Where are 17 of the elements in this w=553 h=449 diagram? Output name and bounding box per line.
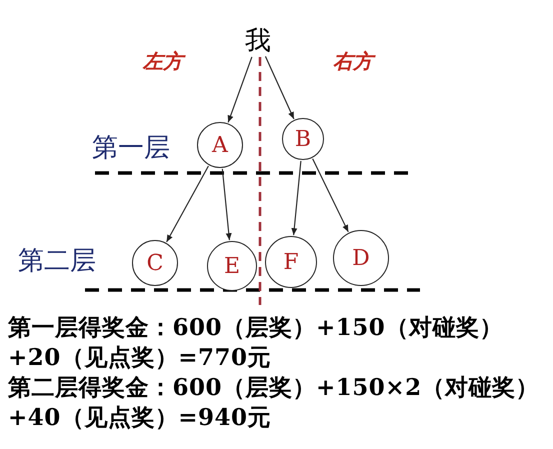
arrow	[291, 160, 302, 236]
level-label: 第二层	[18, 245, 96, 278]
bonus-text: 第一层得奖金：600（层奖）+150（对碰奖）+20（见点奖）=770元	[8, 313, 504, 373]
letter-circle: B	[282, 118, 324, 160]
letter-circle: C	[132, 240, 178, 286]
arrow	[228, 56, 252, 123]
letter-circle: E	[207, 241, 257, 291]
letter-circle: D	[333, 230, 389, 286]
letter-circle: F	[265, 236, 317, 288]
person-label: 我	[242, 24, 274, 56]
bonus-text: 第二层得奖金：600（层奖）+150×2（对碰奖）+40（见点奖）=940元	[8, 373, 540, 433]
arrow	[222, 168, 232, 240]
level-label: 第一层	[92, 132, 170, 165]
arrow	[264, 56, 294, 120]
arrow	[166, 166, 209, 242]
letter-circle: A	[197, 122, 243, 168]
arrow	[312, 158, 349, 232]
